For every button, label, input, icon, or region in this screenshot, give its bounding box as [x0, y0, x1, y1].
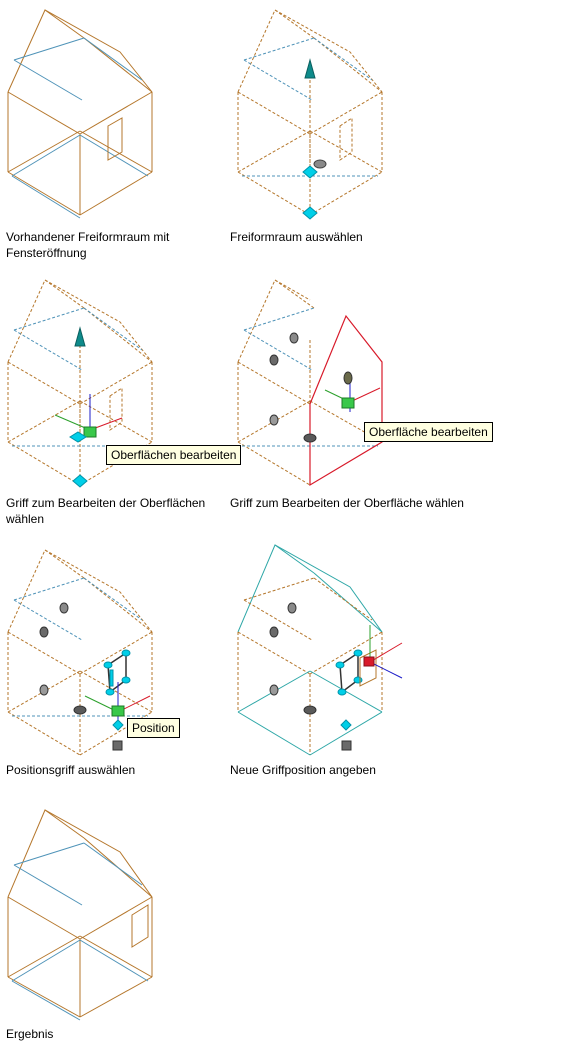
step-6-caption: Neue Griffposition angeben: [230, 763, 376, 777]
face-grip-icon: [269, 414, 279, 426]
step-4-caption: Griff zum Bearbeiten der Oberfläche wähl…: [230, 496, 464, 510]
step-1-caption: Vorhandener Freiformraum mit Fensteröffn…: [6, 230, 170, 260]
step-1-panel: Vorhandener Freiformraum mit Fensteröffn…: [0, 0, 200, 270]
face-grip-icon: [269, 354, 279, 366]
step-5-panel: Position Positionsgriff auswählen: [0, 540, 230, 790]
step-3-panel: Oberflächen bearbeiten Griff zum Bearbei…: [0, 270, 242, 540]
position-grip-icon[interactable]: [111, 705, 125, 717]
house-edit-face-drawing: [237, 279, 383, 487]
arrow-grip-icon[interactable]: [304, 58, 316, 79]
face-grip-icon: [287, 602, 297, 614]
new-position-grip-icon[interactable]: [363, 656, 375, 667]
house-position-grip-drawing: [7, 549, 153, 756]
position-tooltip: Position: [127, 718, 180, 738]
step-2-caption: Freiformraum auswählen: [230, 230, 363, 244]
house-result-drawing: [7, 809, 153, 1021]
face-grip-icon: [303, 433, 317, 443]
center-grip-icon[interactable]: [313, 159, 327, 169]
step-6-panel: Neue Griffposition angeben: [230, 540, 470, 790]
face-grip-icon: [39, 684, 49, 696]
face-grip-icon: [39, 626, 49, 638]
face-grip-icon: [289, 332, 299, 344]
bottom-grip-icon[interactable]: [302, 206, 318, 220]
step-5-caption: Positionsgriff auswählen: [6, 763, 136, 777]
step-3-caption: Griff zum Bearbeiten der Oberflächen wäh…: [6, 496, 206, 526]
base-grip-icon[interactable]: [302, 165, 318, 179]
arrow-grip-icon[interactable]: [74, 326, 86, 347]
house-solid-drawing: [7, 9, 153, 219]
edit-faces-tooltip: Oberflächen bearbeiten: [106, 445, 242, 465]
face-grip-icon: [73, 705, 87, 715]
face-grip-icon: [269, 626, 279, 638]
house-new-position-drawing: [237, 544, 403, 756]
house-edit-faces-drawing: [7, 279, 153, 488]
edit-face-grip-icon[interactable]: [341, 397, 355, 409]
edit-face-tooltip: Oberfläche bearbeiten: [364, 422, 493, 442]
step-2-panel: Freiformraum auswählen: [230, 0, 450, 270]
house-selected-drawing: [237, 9, 383, 220]
face-grip-icon: [303, 705, 317, 715]
base-grip-icon[interactable]: [69, 431, 87, 443]
step-4-panel: Oberfläche bearbeiten Griff zum Bearbeit…: [230, 270, 530, 540]
step-7-panel: Ergebnis: [0, 805, 200, 1045]
face-grip-icon: [59, 602, 69, 614]
step-7-caption: Ergebnis: [6, 1027, 54, 1041]
face-grip-icon: [269, 684, 279, 696]
edit-faces-grip-icon[interactable]: [83, 426, 97, 438]
bottom-grip-icon[interactable]: [72, 474, 88, 488]
